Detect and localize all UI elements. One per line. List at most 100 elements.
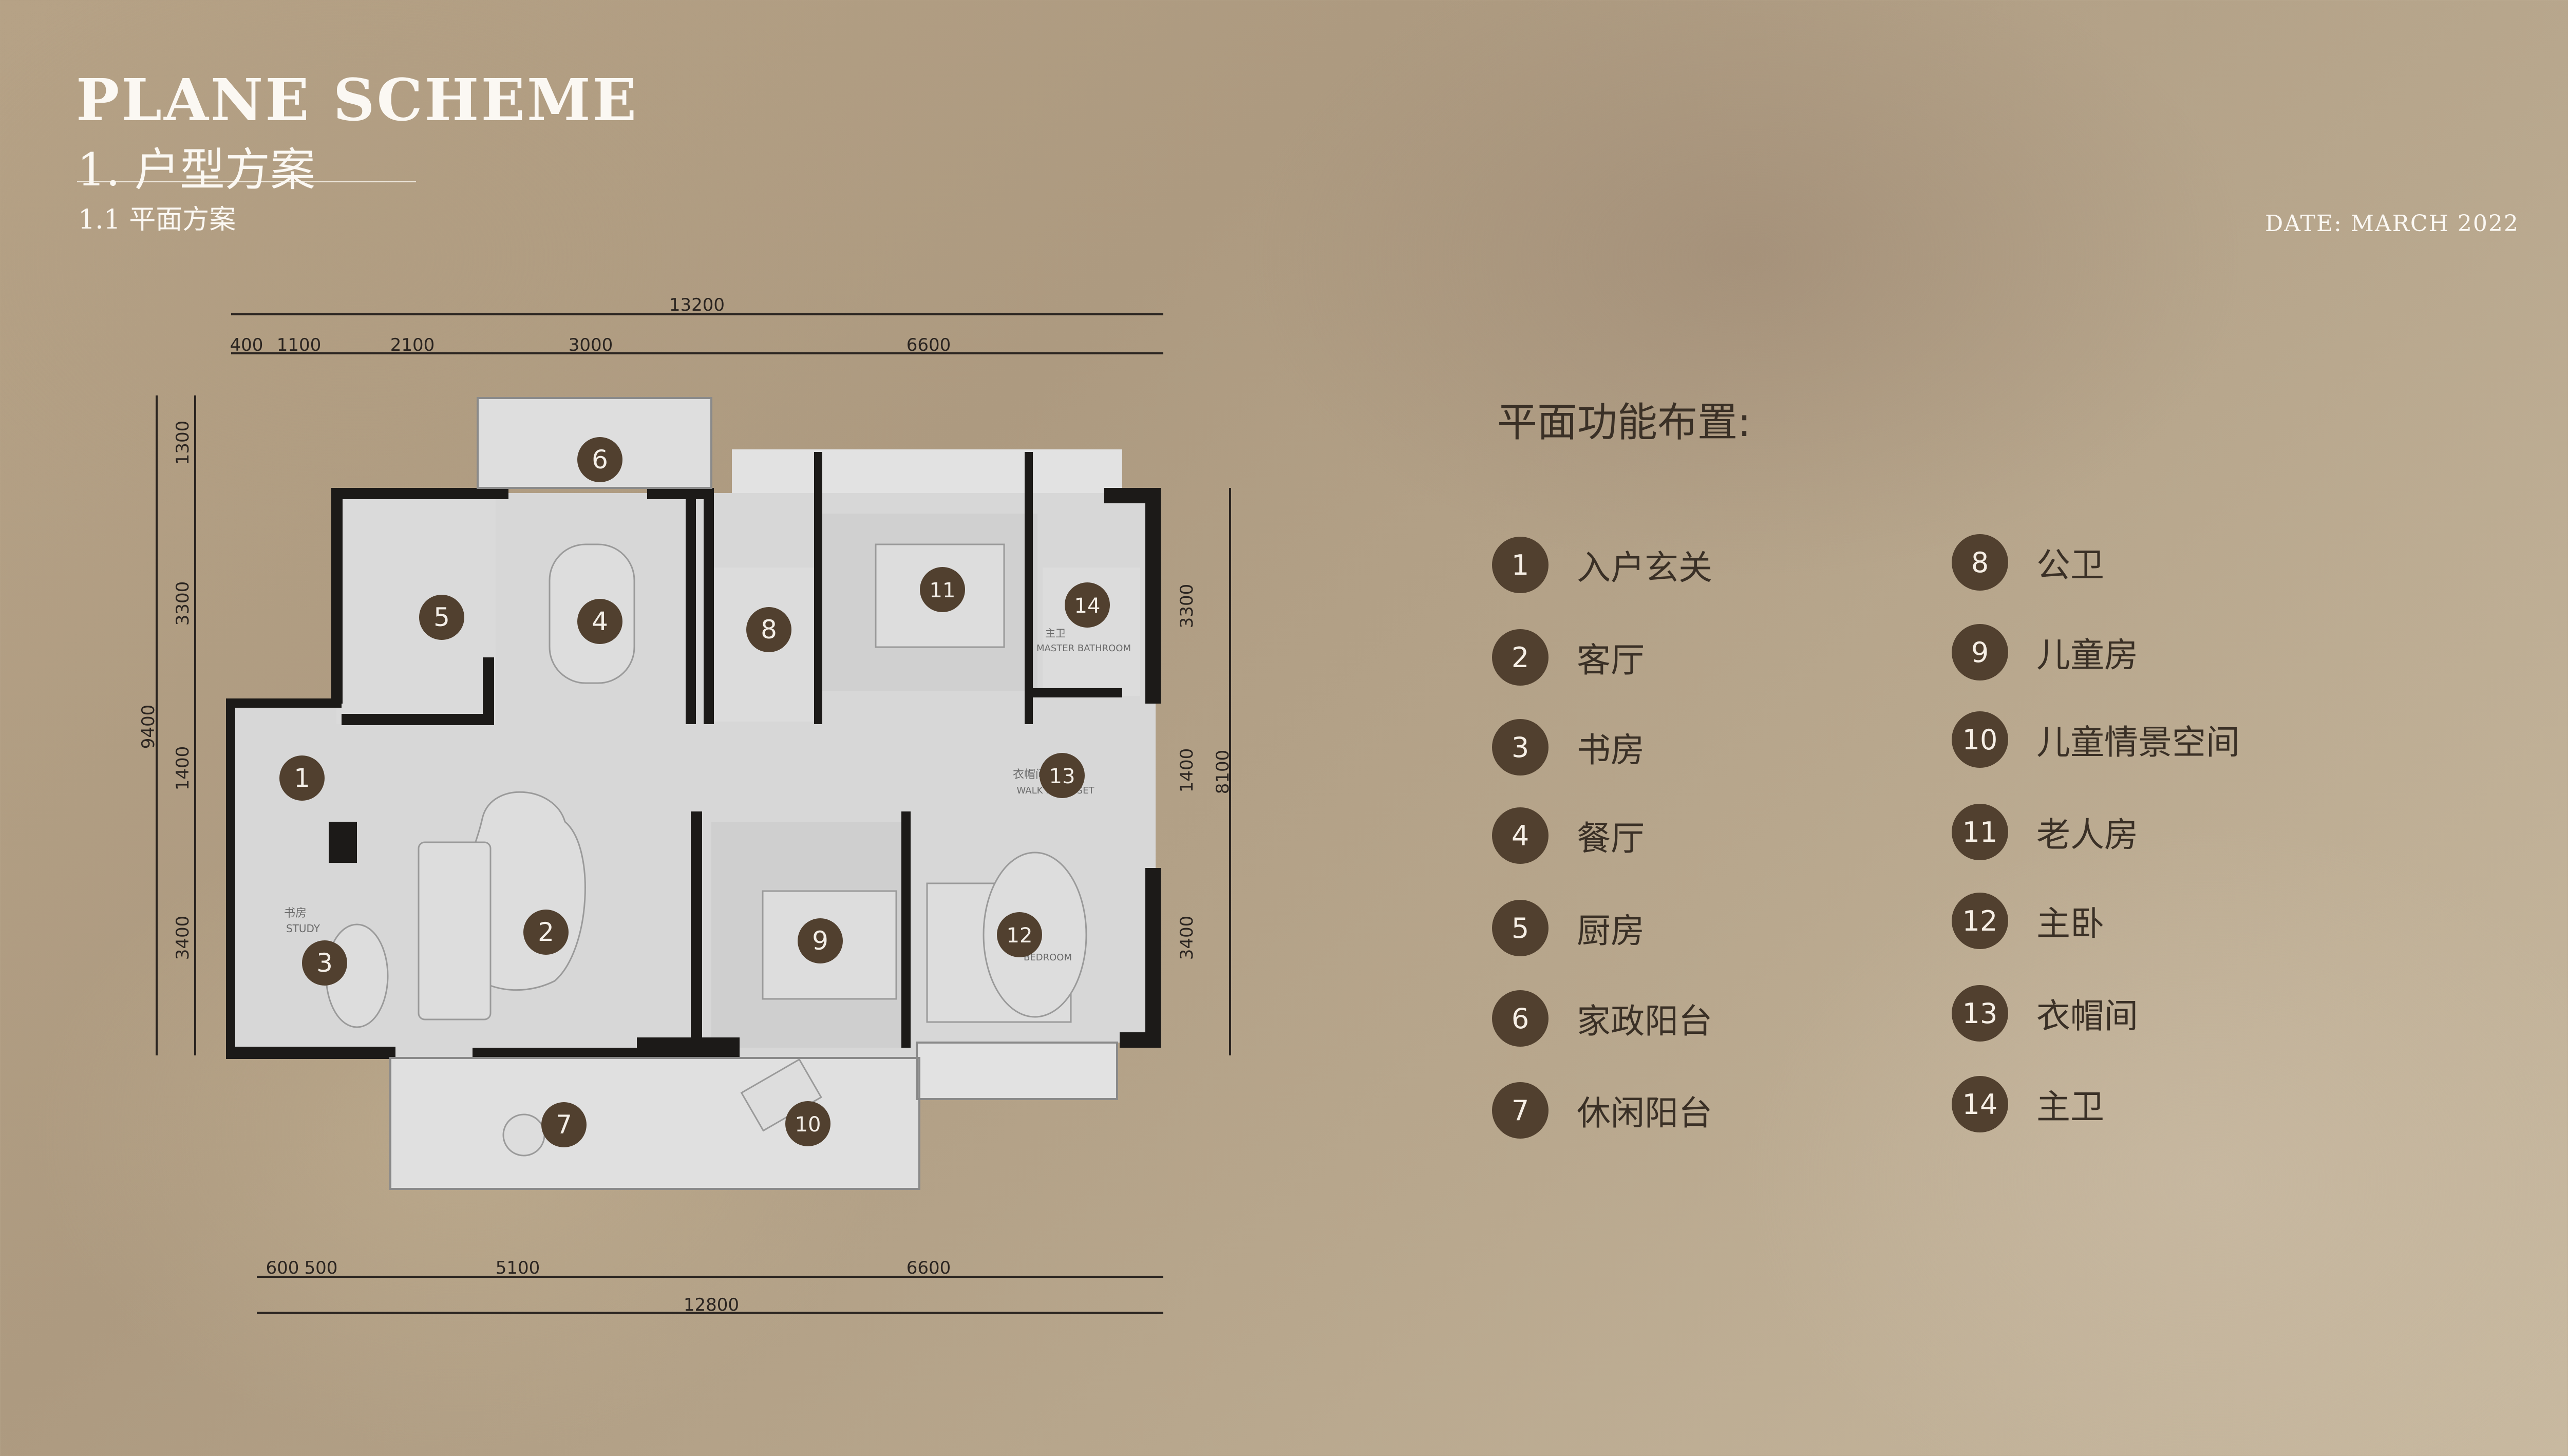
svg-text:14: 14 [1074, 594, 1101, 618]
plan-marker-11: 11 [920, 567, 965, 612]
legend-num-6: 6 [1492, 990, 1549, 1047]
legend-label-14: 主卫 [2036, 1087, 2104, 1127]
plan-marker-5: 5 [419, 595, 464, 640]
legend-num-7: 7 [1492, 1082, 1549, 1139]
dimension-lines [156, 313, 1231, 1314]
svg-text:3: 3 [316, 948, 333, 978]
walls [226, 452, 1161, 1059]
date-label: DATE: MARCH 2022 [2265, 211, 2519, 237]
legend-num-13: 13 [1952, 985, 2008, 1042]
room-markers: 1 2 3 4 5 6 7 8 9 10 11 12 13 14 [279, 437, 1110, 1147]
legend-num-9: 9 [1952, 624, 2008, 680]
svg-text:7: 7 [556, 1110, 572, 1140]
dim-top-4: 3000 [569, 335, 613, 355]
svg-text:2: 2 [538, 917, 554, 947]
floor-plan: 13200 400 1100 2100 3000 6600 9400 1300 … [138, 295, 1233, 1315]
plan-marker-12: 12 [997, 912, 1042, 957]
dim-right-total: 8100 [1213, 750, 1233, 795]
dim-top-1: 400 [230, 335, 263, 355]
legend-label-13: 衣帽间 [2036, 996, 2138, 1036]
legend-num-12: 12 [1952, 893, 2008, 949]
master-bath-cn-label: 主卫 [1045, 627, 1066, 639]
dim-left-3: 1400 [173, 746, 193, 791]
dim-left-2: 3300 [173, 581, 193, 626]
legend-label-8: 公卫 [2036, 545, 2104, 585]
legend-label-9: 儿童房 [2036, 635, 2138, 675]
dim-top-total: 13200 [669, 295, 725, 315]
dim-bottom-3: 5100 [496, 1258, 540, 1278]
legend-label-1: 入户玄关 [1577, 548, 1712, 588]
dim-right-2: 1400 [1177, 748, 1197, 793]
legend-item-14: 14 主卫 [1952, 1076, 2104, 1132]
svg-text:6: 6 [592, 445, 608, 475]
legend-item-2: 2 客厅 [1492, 629, 1645, 686]
legend-num-10: 10 [1952, 711, 2008, 768]
dim-right-3: 3400 [1177, 916, 1197, 960]
legend-item-6: 6 家政阳台 [1492, 990, 1712, 1047]
legend-label-6: 家政阳台 [1577, 1001, 1712, 1041]
legend-label-5: 厨房 [1577, 911, 1645, 951]
legend-item-1: 1 入户玄关 [1492, 537, 1712, 593]
legend-label-3: 书房 [1577, 730, 1645, 770]
plan-marker-2: 2 [523, 910, 569, 955]
legend-label-4: 餐厅 [1577, 819, 1645, 858]
plan-marker-14: 14 [1065, 582, 1110, 628]
legend-num-4: 4 [1492, 807, 1549, 864]
legend-num-11: 11 [1952, 804, 2008, 860]
dim-top-5: 6600 [907, 335, 951, 355]
dim-right-1: 3300 [1177, 584, 1197, 629]
plan-marker-9: 9 [798, 918, 843, 963]
study-cn-label: 书房 [284, 907, 307, 920]
legend-label-2: 客厅 [1577, 640, 1645, 680]
master-bath-en-label: MASTER BATHROOM [1036, 643, 1131, 654]
svg-text:13: 13 [1049, 765, 1075, 788]
dim-left-total: 9400 [138, 705, 159, 749]
legend-num-1: 1 [1492, 537, 1549, 593]
dim-bottom-2: 500 [305, 1258, 338, 1278]
plan-marker-13: 13 [1040, 753, 1085, 798]
study-en-label: STUDY [286, 922, 320, 935]
plan-marker-6: 6 [577, 437, 622, 482]
subtitle-underline [77, 181, 416, 182]
legend-item-12: 12 主卧 [1952, 893, 2104, 949]
bedroom-en-label: BEDROOM [1024, 952, 1072, 963]
dim-top-3: 2100 [390, 335, 435, 355]
svg-text:4: 4 [592, 607, 608, 636]
section-label: 1.1 平面方案 [78, 204, 236, 235]
svg-text:11: 11 [930, 579, 956, 602]
dim-bottom-total: 12800 [684, 1295, 739, 1315]
dim-bottom-4: 6600 [907, 1258, 951, 1278]
svg-text:1: 1 [294, 763, 310, 793]
legend-label-11: 老人房 [2036, 815, 2138, 855]
svg-text:12: 12 [1007, 924, 1033, 948]
legend-title: 平面功能布置: [1497, 400, 1751, 446]
svg-text:10: 10 [795, 1113, 821, 1137]
legend-num-14: 14 [1952, 1076, 2008, 1132]
plan-marker-3: 3 [302, 940, 347, 986]
svg-text:5: 5 [433, 602, 450, 632]
plan-marker-10: 10 [785, 1101, 830, 1146]
legend-num-2: 2 [1492, 629, 1549, 686]
dim-top-2: 1100 [277, 335, 322, 355]
legend-item-9: 9 儿童房 [1952, 624, 2138, 680]
dim-left-1: 1300 [173, 421, 193, 465]
legend-item-11: 11 老人房 [1952, 804, 2138, 860]
plan-marker-1: 1 [279, 755, 325, 801]
svg-text:9: 9 [812, 926, 828, 956]
windows [389, 397, 1118, 1190]
plan-marker-4: 4 [577, 599, 622, 644]
plan-marker-7: 7 [541, 1102, 587, 1147]
legend-item-13: 13 衣帽间 [1952, 985, 2138, 1042]
legend-label-12: 主卧 [2036, 904, 2104, 943]
page-subtitle: 1. 户型方案 [77, 143, 315, 196]
legend-num-5: 5 [1492, 900, 1549, 956]
page-title: PLANE SCHEME [76, 67, 639, 134]
svg-text:8: 8 [761, 615, 777, 645]
dim-left-4: 3400 [173, 916, 193, 960]
legend-item-4: 4 餐厅 [1492, 807, 1645, 864]
plan-marker-8: 8 [746, 607, 791, 652]
dim-bottom-1: 600 [266, 1258, 299, 1278]
